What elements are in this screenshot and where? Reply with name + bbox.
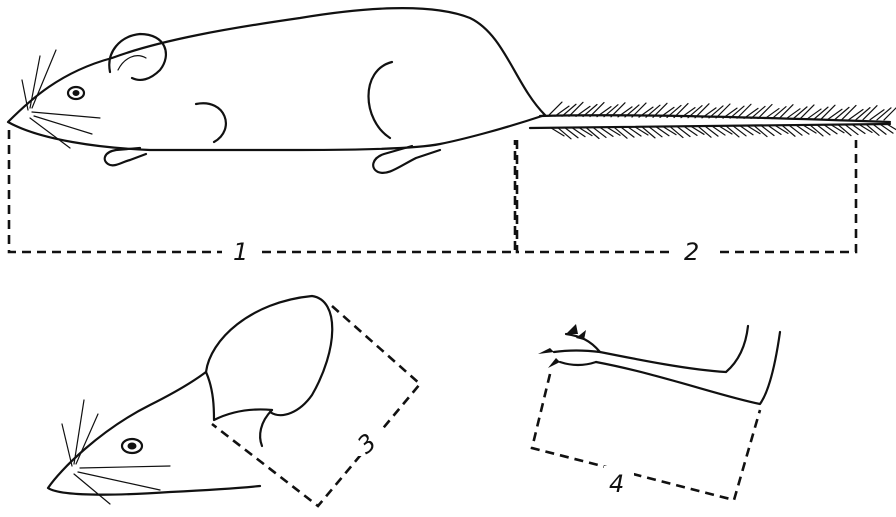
tail-hair: [817, 125, 830, 135]
tail-hair: [677, 126, 690, 136]
mouse-hind-foot: [373, 146, 440, 173]
mouse-hindleg-contour: [369, 62, 393, 138]
label-body-length: 1: [233, 238, 248, 266]
tail-hair: [887, 124, 896, 132]
measurement-bracket-tail: [517, 140, 856, 252]
label-tail-length: 2: [684, 238, 699, 266]
tail-hair: [873, 124, 886, 134]
measurement-bracket-body: [9, 130, 515, 252]
tail-hair: [649, 127, 662, 137]
tail-hair: [705, 126, 718, 136]
head-ear: [206, 296, 332, 415]
tail-hair: [845, 125, 858, 135]
mouse-tail: [540, 115, 890, 122]
tail-hair: [621, 127, 634, 137]
foot-toes: [554, 334, 600, 365]
label-hind-foot-length: 4: [609, 470, 624, 498]
mouse-ear-inner: [118, 56, 146, 70]
hind-foot-view: [538, 324, 780, 404]
head-outline: [48, 372, 260, 495]
head-ear-inner: [206, 372, 272, 420]
tail-hair: [565, 128, 578, 138]
mouse-head-view: [48, 296, 332, 504]
tail-hair: [593, 127, 606, 137]
mouse-pupil: [73, 90, 80, 96]
measurement-bracket-hind-foot: [532, 374, 760, 500]
measurement-bracket-ear: [212, 306, 420, 506]
tail-hair: [789, 125, 802, 135]
tail-hair: [733, 126, 746, 136]
tail-hair: [761, 126, 774, 136]
mouse-body-outline: [8, 8, 545, 150]
mouse-foreleg-contour: [196, 103, 226, 142]
head-neck: [260, 410, 272, 446]
tail-hair: [548, 102, 562, 116]
foot-claws: [538, 324, 586, 368]
mouse-side-view: [8, 8, 896, 173]
head-whiskers: [62, 400, 170, 504]
head-pupil: [128, 443, 137, 450]
foot-leg-front: [600, 326, 748, 372]
